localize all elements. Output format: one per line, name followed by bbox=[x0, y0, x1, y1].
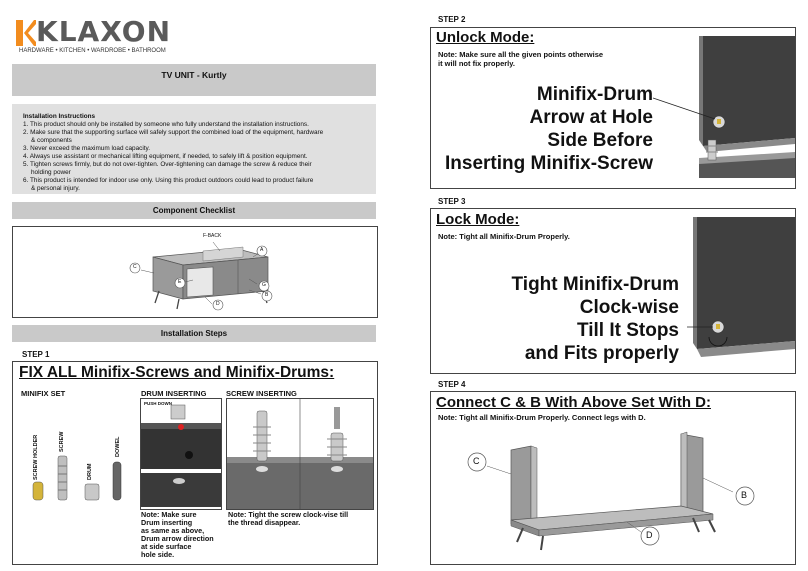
step2-note-line: Note: Make sure all the given points oth… bbox=[438, 50, 604, 59]
callout-g: G bbox=[262, 282, 266, 288]
step4-panel: Connect C & B With Above Set With D: Not… bbox=[430, 391, 796, 565]
step2-label: STEP 2 bbox=[438, 15, 466, 24]
installation-steps-title: Installation Steps bbox=[160, 329, 228, 338]
step2-big-text: Minifix-Drum Arrow at Hole Side Before I… bbox=[445, 83, 653, 175]
installation-steps-bar: Installation Steps bbox=[12, 325, 376, 342]
callout-d: D bbox=[216, 301, 220, 307]
step3-big-line: and Fits properly bbox=[524, 343, 679, 364]
callout-fback: F-BACK bbox=[203, 233, 222, 239]
brand-name: KLAXON bbox=[36, 15, 172, 48]
step4-note: Note: Tight all Minifix-Drum Properly. C… bbox=[438, 413, 646, 422]
minifix-set-label: MINIFIX SET bbox=[21, 389, 66, 398]
drum-note-line: as same as above, bbox=[141, 526, 205, 535]
instructions-panel: Installation Instructions 1. This produc… bbox=[12, 104, 376, 194]
product-title: TV UNIT - Kurtly bbox=[161, 70, 227, 80]
lock-mode-figure bbox=[687, 217, 795, 357]
step2-note-line: it will not fix properly. bbox=[438, 59, 515, 68]
part-drum: DRUM bbox=[87, 463, 93, 481]
step3-note: Note: Tight all Minifix-Drum Properly. bbox=[438, 232, 570, 241]
step3-big-text: Tight Minifix-Drum Clock-wise Till It St… bbox=[512, 273, 679, 365]
step1-label: STEP 1 bbox=[22, 350, 50, 359]
klaxon-k-icon bbox=[16, 20, 36, 46]
step4-label: STEP 4 bbox=[438, 380, 466, 389]
drum-inserting-figure: PUSH DOWN bbox=[140, 398, 222, 510]
unlock-mode-figure bbox=[652, 36, 795, 178]
instruction-item: & personal injury. bbox=[31, 185, 80, 192]
screw-note-line: Note: Tight the screw clock-vise till bbox=[228, 510, 349, 519]
drum-note-line: at side surface bbox=[141, 542, 192, 551]
screw-note-line: the thread disappear. bbox=[228, 518, 301, 527]
step2-title: Unlock Mode: bbox=[436, 29, 535, 46]
instruction-item: holding power bbox=[31, 169, 71, 176]
step3-title: Lock Mode: bbox=[436, 211, 520, 228]
step2-big-line: Minifix-Drum bbox=[536, 84, 653, 105]
step4-assembly-figure bbox=[467, 431, 755, 551]
instructions-heading: Installation Instructions bbox=[23, 113, 96, 120]
step3-big-line: Till It Stops bbox=[576, 320, 679, 341]
step1-title: FIX ALL Minifix-Screws and Minifix-Drums… bbox=[19, 364, 335, 381]
step4-title: Connect C & B With Above Set With D: bbox=[436, 394, 711, 411]
callout-d-step4: D bbox=[646, 530, 653, 540]
component-diagram: F-BACK A G C D E B bbox=[12, 226, 378, 318]
drum-note-line: Drum inserting bbox=[141, 518, 193, 527]
step2-big-line: Inserting Minifix-Screw bbox=[445, 153, 653, 174]
step3-big-line: Tight Minifix-Drum bbox=[511, 274, 679, 295]
component-checklist-title: Component Checklist bbox=[152, 206, 236, 215]
callout-c: C bbox=[133, 264, 137, 270]
instruction-item: 3. Never exceed the maximum load capacit… bbox=[23, 145, 151, 152]
tv-unit-exploded-icon bbox=[129, 241, 273, 311]
callout-e: E bbox=[178, 279, 182, 285]
drum-note-line: Note: Make sure bbox=[141, 510, 197, 519]
step2-big-line: Side Before bbox=[547, 130, 653, 151]
callout-c-step4: C bbox=[473, 456, 480, 466]
screw-inserting-figure bbox=[226, 398, 374, 510]
part-screw: SCREW bbox=[59, 431, 65, 452]
drum-note: Note: Make sure Drum inserting as same a… bbox=[141, 511, 214, 559]
instruction-item: 6. This product is intended for indoor u… bbox=[23, 177, 314, 184]
minifix-parts-icon bbox=[32, 455, 122, 501]
step3-panel: Lock Mode: Note: Tight all Minifix-Drum … bbox=[430, 208, 796, 374]
instruction-item: 1. This product should only be installed… bbox=[23, 121, 309, 128]
brand-logo: KLAXON HARDWARE • KITCHEN • WARDROBE • B… bbox=[16, 14, 186, 58]
drum-note-line: hole side. bbox=[141, 550, 175, 559]
drum-note-line: Drum arrow direction bbox=[141, 534, 214, 543]
instruction-item: 5. Tighten screws firmly, but do not ove… bbox=[23, 161, 312, 168]
part-dowel: DOWEL bbox=[115, 436, 121, 457]
callout-b-step4: B bbox=[741, 490, 748, 500]
brand-tagline: HARDWARE • KITCHEN • WARDROBE • BATHROOM bbox=[19, 48, 166, 54]
step3-big-line: Clock-wise bbox=[579, 297, 679, 318]
screw-note: Note: Tight the screw clock-vise till th… bbox=[228, 511, 348, 527]
part-screw-holder: SCREW HOLDER bbox=[33, 434, 39, 480]
callout-b: B bbox=[265, 292, 269, 298]
instruction-item: 4. Always use assistant or mechanical li… bbox=[23, 153, 308, 160]
push-down-label: PUSH DOWN bbox=[144, 401, 172, 406]
component-checklist-bar: Component Checklist bbox=[12, 202, 376, 219]
drum-inserting-label: DRUM INSERTING bbox=[141, 389, 207, 398]
product-title-bar: TV UNIT - Kurtly bbox=[12, 64, 376, 96]
screw-inserting-label: SCREW INSERTING bbox=[226, 389, 297, 398]
callout-a: A bbox=[260, 247, 264, 253]
step2-panel: Unlock Mode: Note: Make sure all the giv… bbox=[430, 27, 796, 189]
step2-note: Note: Make sure all the given points oth… bbox=[438, 50, 603, 68]
step2-big-line: Arrow at Hole bbox=[529, 107, 653, 128]
step3-label: STEP 3 bbox=[438, 197, 466, 206]
instruction-item: & components bbox=[31, 137, 72, 144]
step1-panel: FIX ALL Minifix-Screws and Minifix-Drums… bbox=[12, 361, 378, 565]
instruction-item: 2. Make sure that the supporting surface… bbox=[23, 129, 324, 136]
